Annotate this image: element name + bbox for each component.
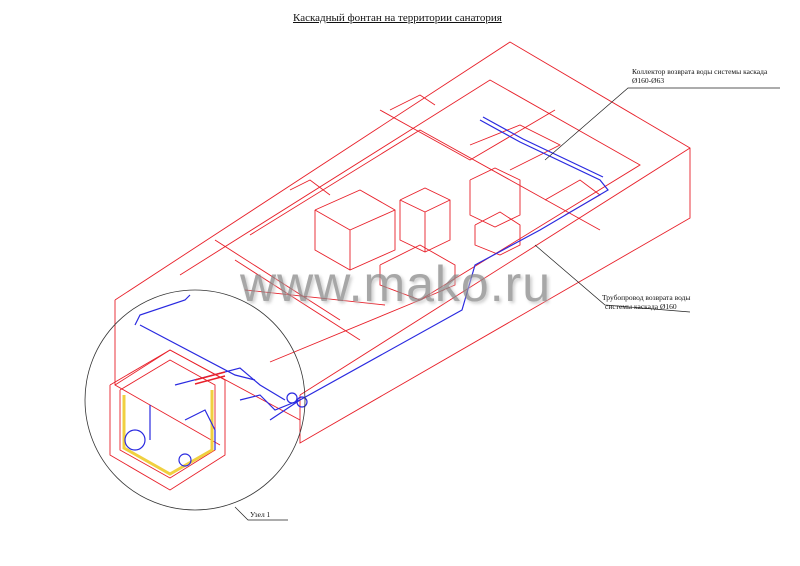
collector-annotation: Коллектор возврата воды системы каскада … <box>632 67 767 85</box>
pipeline-annotation: Трубопровод возврата воды системы каскад… <box>602 293 690 311</box>
watermark: www.mako.ru <box>240 256 552 312</box>
heater-red <box>194 371 226 385</box>
structure-outline <box>109 41 691 491</box>
collector-diameter: Ø160-Ø63 <box>632 76 665 85</box>
return-pipes <box>124 116 609 467</box>
pipeline-diameter: системы каскада Ø160 <box>605 302 677 311</box>
pipeline-label: Трубопровод возврата воды <box>602 293 691 302</box>
insulation-layer <box>122 390 214 476</box>
node-1-label: Узел 1 <box>250 510 271 519</box>
collector-label: Коллектор возврата воды системы каскада <box>632 67 768 76</box>
drawing-title: Каскадный фонтан на территории санатория <box>293 12 502 24</box>
node-1-detail-circle <box>84 289 306 511</box>
leader-lines <box>234 87 780 521</box>
